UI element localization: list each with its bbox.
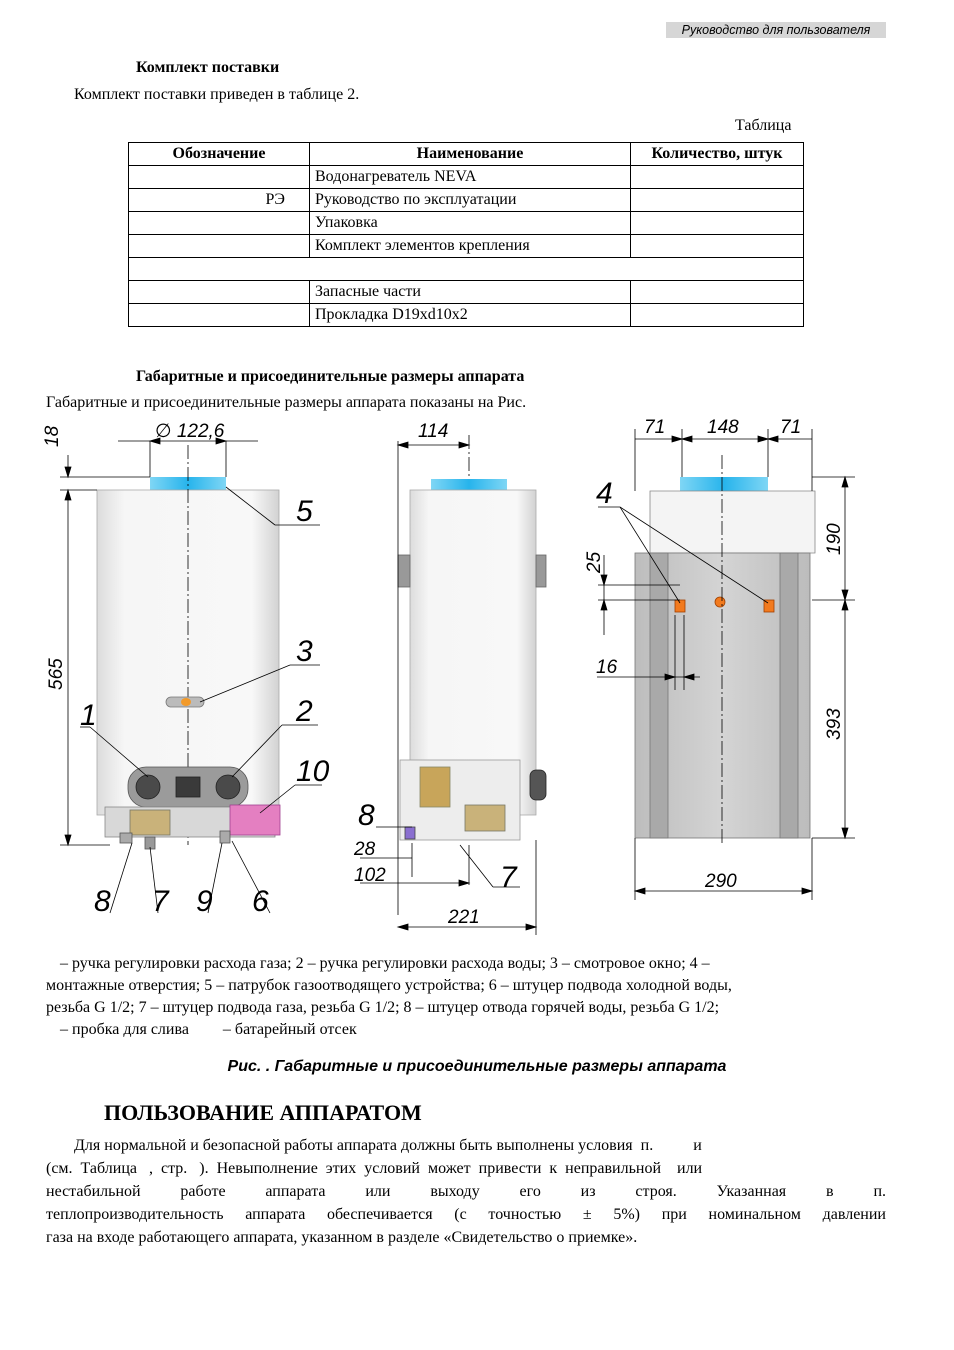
callout-number: 7 [500, 861, 518, 894]
page-header: Руководство для пользователя [666, 22, 886, 38]
legend-item: – пробка для слива [60, 1021, 189, 1038]
callout-number: 1 [80, 699, 97, 732]
dims-intro: Габаритные и присоединительные размеры а… [46, 394, 527, 411]
dim-label: 148 [707, 417, 739, 438]
side-flue-outlet [431, 479, 507, 491]
para-line: теплопроизводительность аппарата обеспеч… [46, 1206, 886, 1223]
table-separator-row [128, 257, 804, 281]
cell-name: Запасные части [309, 280, 631, 304]
cell-qty [630, 165, 804, 189]
cell-code [128, 303, 310, 327]
dim-label: 102 [354, 865, 386, 886]
cell-code [128, 280, 310, 304]
callout-number: 3 [296, 635, 313, 668]
table-row: Водонагреватель NEVA [128, 165, 804, 189]
cell-qty [630, 303, 804, 327]
col-header-name: Наименование [309, 142, 631, 166]
cell-qty [630, 234, 804, 258]
callout-number: 4 [596, 477, 613, 510]
table-label: Таблица [735, 117, 792, 134]
callout-number: 6 [252, 885, 269, 918]
callout-number: 2 [295, 695, 313, 728]
table-row: Комплект элементов крепления [128, 234, 804, 258]
dimension-drawing: 18 ∅ 122,6 565 114 28 102 221 71 148 71 … [42, 417, 855, 935]
callout-number: 5 [296, 495, 313, 528]
legend-line: монтажные отверстия; 5 – патрубок газоот… [46, 977, 732, 994]
col-header-qty: Количество, штук [630, 142, 804, 166]
section-heading: ПОЛЬЗОВАНИЕ АППАРАТОМ [104, 1100, 422, 1125]
dim-label: 71 [780, 417, 801, 438]
cell-qty [630, 280, 804, 304]
legend-line: резьба G 1/2; 7 – штуцер подвода газа, р… [46, 999, 720, 1016]
table-row: Запасные части [128, 280, 804, 304]
cell-code: РЭ [128, 188, 310, 212]
back-view [597, 429, 855, 900]
legend-line: – ручка регулировки расхода газа; 2 – ру… [60, 955, 710, 972]
callout-number: 8 [94, 885, 111, 918]
cell-code [128, 211, 310, 235]
callout-number: 9 [196, 885, 213, 918]
dim-label: 290 [704, 871, 737, 892]
cell-code [128, 165, 310, 189]
cell-qty [630, 188, 804, 212]
dim-label: 565 [46, 658, 67, 690]
kit-intro: Комплект поставки приведен в таблице 2. [74, 86, 360, 103]
kit-table: Обозначение Наименование Количество, шту… [128, 142, 804, 327]
dim-label: 114 [418, 421, 448, 442]
callout-number: 7 [152, 885, 170, 918]
cell-code [128, 234, 310, 258]
table-row: РЭ Руководство по эксплуатации [128, 188, 804, 212]
cell-name: Руководство по эксплуатации [309, 188, 631, 212]
table-row: Прокладка D19xd10x2 [128, 303, 804, 327]
cell-name: Прокладка D19xd10x2 [309, 303, 631, 327]
cell-name: Упаковка [309, 211, 631, 235]
table-row: Упаковка [128, 211, 804, 235]
dim-label: ∅ 122,6 [155, 421, 225, 442]
legend-item: – батарейный отсек [222, 1021, 357, 1038]
table-header-row: Обозначение Наименование Количество, шту… [128, 142, 804, 166]
para-line: газа на входе работающего аппарата, указ… [46, 1229, 638, 1246]
legend-line: – пробка для слива – батарейный отсек [46, 1019, 886, 1041]
dim-label: 16 [596, 657, 618, 678]
callout-number: 8 [358, 799, 375, 832]
dim-label: 18 [42, 425, 63, 447]
figure-legend: – ручка регулировки расхода газа; 2 – ру… [46, 953, 886, 1041]
para-line: Для нормальной и безопасной работы аппар… [74, 1137, 702, 1154]
dim-label: 221 [447, 907, 480, 928]
dim-label: 190 [824, 523, 845, 555]
callout-number: 10 [296, 755, 330, 788]
cell-empty [128, 257, 804, 281]
col-header-code: Обозначение [128, 142, 310, 166]
side-view [360, 435, 547, 935]
dim-label: 393 [824, 708, 845, 740]
cell-qty [630, 211, 804, 235]
back-flue-outlet [680, 477, 768, 491]
cell-name: Водонагреватель NEVA [309, 165, 631, 189]
para-line: нестабильной работе аппарата или выходу … [46, 1183, 886, 1200]
dim-label: 71 [644, 417, 665, 438]
kit-heading: Комплект поставки [136, 59, 280, 76]
dims-heading: Габаритные и присоединительные размеры а… [136, 368, 525, 385]
front-view [60, 437, 322, 914]
dim-label: 25 [584, 551, 605, 574]
usage-paragraph: Для нормальной и безопасной работы аппар… [46, 1134, 886, 1249]
dim-label: 28 [353, 839, 376, 860]
figure-caption: Рис. . Габаритные и присоединительные ра… [227, 1058, 727, 1075]
cell-name: Комплект элементов крепления [309, 234, 631, 258]
para-line: (см. Таблица , стр. ). Невыполнение этих… [46, 1160, 703, 1177]
